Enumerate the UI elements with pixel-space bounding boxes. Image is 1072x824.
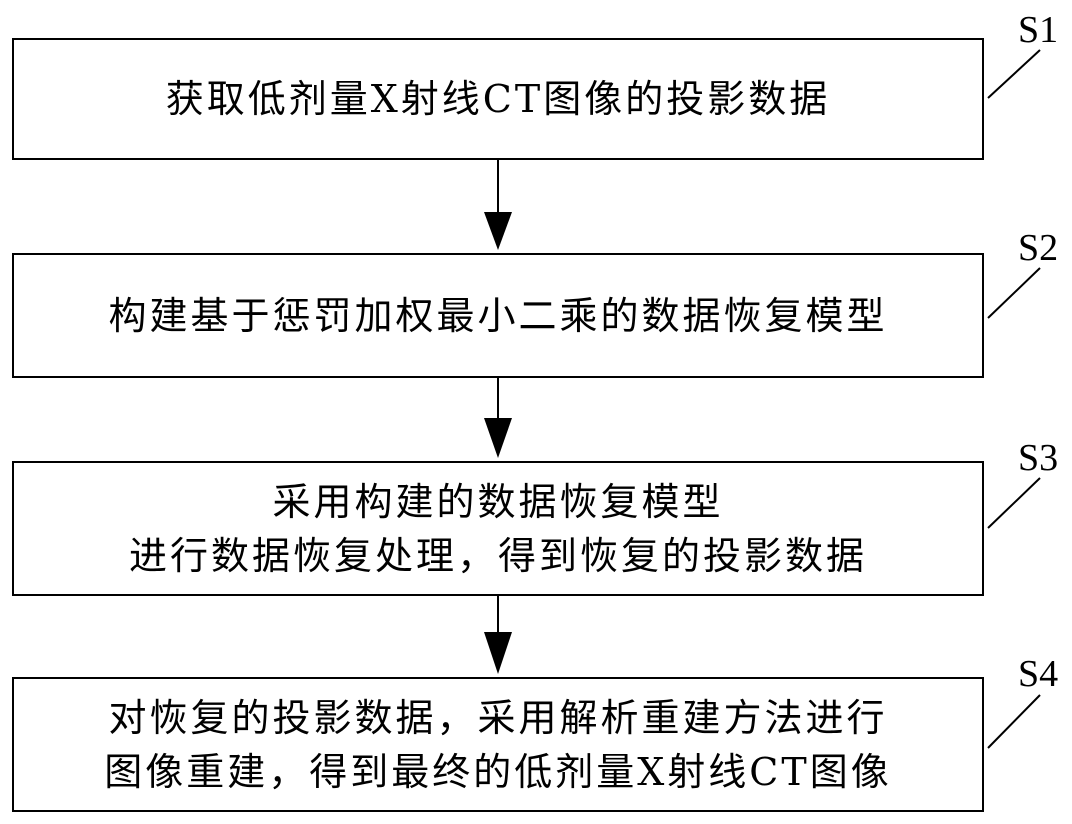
step-label-s3: S3 (1018, 437, 1059, 479)
arrow-s2-s3 (484, 378, 512, 458)
step-box-s1: 获取低剂量X射线CT图像的投影数据 (12, 38, 984, 160)
leader-line-s4 (987, 694, 1041, 749)
step-text: 对恢复的投影数据，采用解析重建方法进行 (108, 695, 888, 740)
step-label-s1: S1 (1018, 9, 1059, 51)
step-label-s4: S4 (1018, 653, 1059, 695)
step-box-s3: 采用构建的数据恢复模型 进行数据恢复处理，得到恢复的投影数据 (12, 461, 984, 596)
leader-line-s3 (987, 477, 1041, 529)
step-box-s2: 构建基于惩罚加权最小二乘的数据恢复模型 (12, 253, 984, 378)
arrow-s3-s4 (484, 596, 512, 674)
step-text: 图像重建，得到最终的低剂量X射线CT图像 (104, 749, 892, 794)
leader-line-s2 (987, 267, 1041, 319)
leader-line-s1 (987, 49, 1041, 99)
step-box-s4: 对恢复的投影数据，采用解析重建方法进行 图像重建，得到最终的低剂量X射线CT图像 (12, 677, 984, 812)
step-text: 获取低剂量X射线CT图像的投影数据 (165, 77, 831, 121)
step-text: 进行数据恢复处理，得到恢复的投影数据 (128, 533, 867, 578)
step-label-s2: S2 (1018, 227, 1059, 269)
arrow-s1-s2 (484, 160, 512, 250)
step-text: 构建基于惩罚加权最小二乘的数据恢复模型 (108, 293, 888, 338)
step-text: 采用构建的数据恢复模型 (272, 479, 724, 524)
